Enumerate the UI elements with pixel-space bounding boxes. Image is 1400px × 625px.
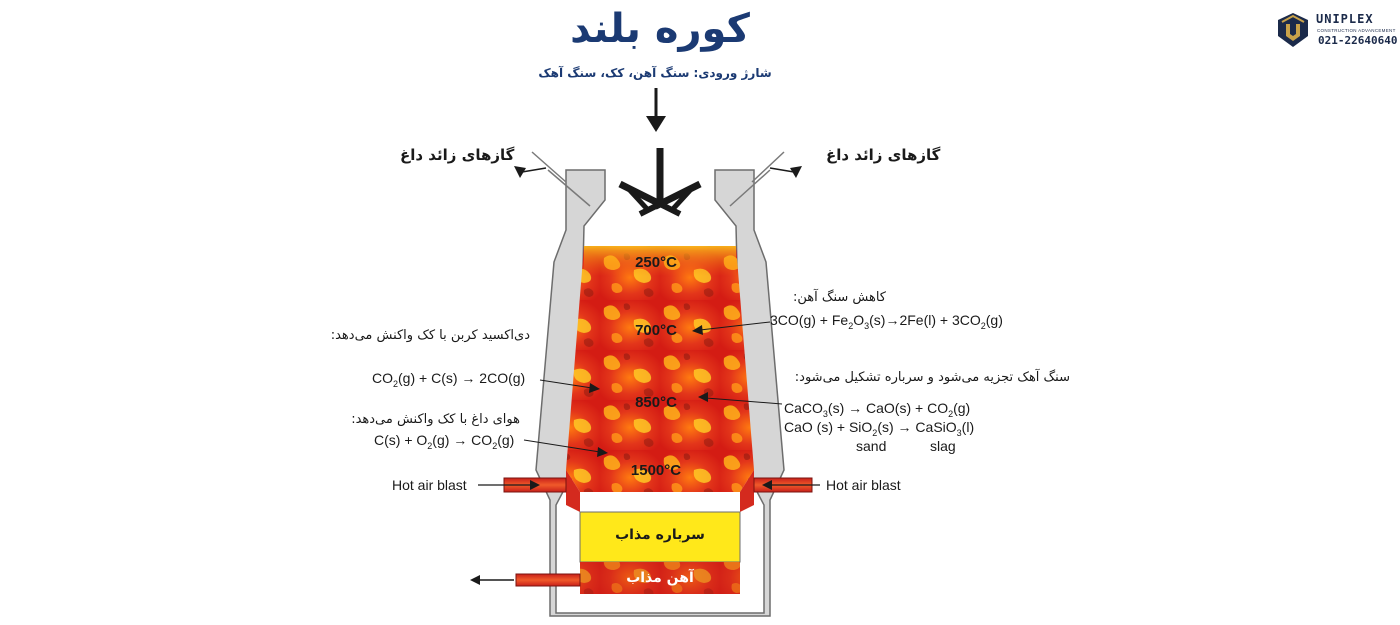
brand-name: UNIPLEX: [1316, 12, 1374, 26]
gas-arrow-left-icon: [514, 166, 526, 178]
limestone-equation-2: CaO (s) + SiO2(s) → CaSiO3(l): [784, 419, 975, 438]
temp-850: 850°C: [635, 394, 677, 411]
page-title: کوره بلند: [570, 6, 750, 52]
limestone-caption: سنگ آهک تجزیه می‌شود و سرباره تشکیل می‌ش…: [794, 370, 1070, 385]
slag-word-label: slag: [930, 438, 956, 454]
limestone-equation-1: CaCO3(s) → CaO(s) + CO2(g): [784, 400, 971, 419]
hot-gas-label-right: گازهای زائد داغ: [826, 146, 941, 164]
co2-coke-equation: CO2(g) + C(s) → 2CO(g): [372, 370, 526, 389]
hot-air-coke-equation: C(s) + O2(g) → CO2(g): [374, 432, 515, 451]
ore-reduction-equation: 3CO(g) + Fe2O3(s)→2Fe(l) + 3CO2(g): [770, 312, 1003, 331]
temp-1500: 1500°C: [630, 462, 682, 479]
temp-700: 700°C: [635, 322, 677, 339]
hot-air-coke-caption: هوای داغ با کک واکنش می‌دهد:: [351, 412, 520, 427]
hot-air-label-right: Hot air blast: [826, 477, 901, 493]
brand-phone: 021-22640640: [1318, 34, 1398, 47]
hot-air-label-left: Hot air blast: [392, 477, 467, 493]
hot-gas-label-left: گازهای زائد داغ: [400, 146, 515, 164]
slag-label: سرباره مذاب: [615, 527, 705, 543]
fire-zone: [566, 246, 754, 492]
temp-250: 250°C: [635, 254, 677, 271]
iron-layer: [580, 562, 740, 594]
co2-coke-caption: دی‌اکسید کربن با کک واکنش می‌دهد:: [330, 328, 530, 343]
gas-arrow-right-icon: [790, 166, 802, 178]
charge-arrow-icon: [646, 116, 666, 132]
ore-reduction-caption: کاهش سنگ آهن:: [792, 290, 886, 305]
brand-tagline: CONSTRUCTION ADVANCEMENT: [1317, 28, 1396, 33]
slag-layer: [579, 511, 741, 563]
sand-label: sand: [856, 438, 887, 454]
brand-logo: UNIPLEX CONSTRUCTION ADVANCEMENT 021-226…: [1276, 12, 1397, 52]
shield-icon: [1278, 13, 1308, 47]
charge-subtitle: شارژ ورودی: سنگ آهن، کک، سنگ آهک: [538, 66, 772, 80]
iron-label: آهن مذاب: [626, 570, 694, 586]
tap-arrow-icon: [470, 575, 480, 585]
